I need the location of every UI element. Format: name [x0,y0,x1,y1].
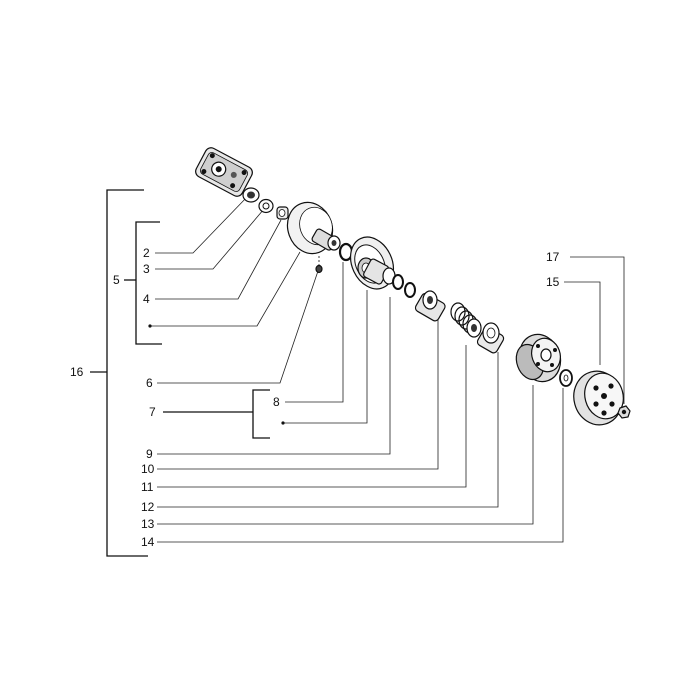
leader-11 [157,345,467,488]
dot-5 [148,324,152,328]
bracket-7 [163,389,270,439]
callout-6: 6 [146,376,153,390]
spring-11 [450,302,482,338]
callout-13: 13 [141,517,155,531]
leader-lines [150,196,625,543]
callout-9: 9 [146,447,153,461]
callout-2: 2 [143,246,150,260]
spring-cup-12 [476,322,505,354]
callout-15: 15 [546,275,560,289]
callout-11: 11 [141,480,154,494]
cover-plate [195,147,253,197]
callout-10: 10 [141,462,155,476]
washer-14 [559,369,573,387]
nut-17 [617,405,631,419]
bracket-5 [124,221,162,345]
bracket-16 [90,189,148,557]
leader-14 [157,388,564,543]
leader-2 [155,196,248,254]
callout-17: 17 [546,250,560,264]
seal-9 [392,274,404,290]
callout-5: 5 [113,273,120,287]
callout-4: 4 [143,292,150,306]
leader-3 [155,208,265,270]
callout-14: 14 [141,535,155,549]
clutch-bell-15 [573,370,624,426]
leader-17 [570,256,625,404]
leader-15 [564,281,601,365]
bearing-2 [242,187,260,203]
leader-6 [157,270,319,384]
leader-8 [285,262,344,403]
leader-10 [157,318,439,470]
washer-3 [258,198,274,214]
leader-9 [157,297,391,455]
screw-6 [315,256,323,274]
callout-7: 7 [149,405,156,419]
leader-12 [157,352,499,508]
clutch-13 [515,333,562,383]
leader-5-dot [150,251,301,327]
leader-4 [155,219,282,300]
sleeve-10 [414,290,446,322]
movable-pulley-half [349,236,396,290]
callout-3: 3 [143,262,150,276]
callout-labels: 2 3 4 5 6 7 8 9 10 11 12 13 14 15 16 17 [70,246,560,549]
leader-13 [157,385,534,525]
fixed-pulley-half [286,201,341,255]
leader-7-dot [283,290,368,424]
bushing-4 [276,206,289,220]
dot-7 [281,421,285,425]
callout-8: 8 [273,395,280,409]
seal-9b [404,282,416,298]
callout-12: 12 [141,500,155,514]
callout-16: 16 [70,365,84,379]
